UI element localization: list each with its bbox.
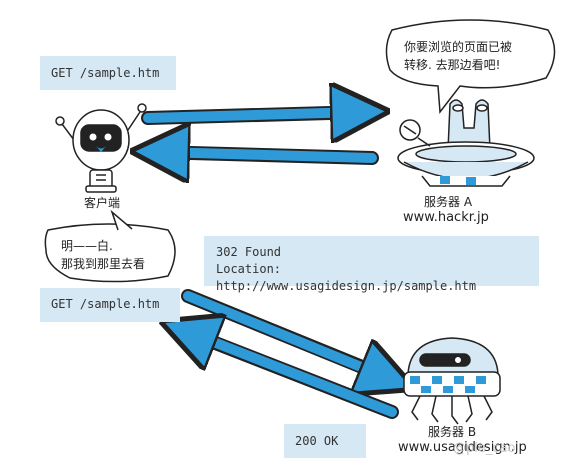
client-bubble-tail bbox=[110, 209, 133, 231]
server-a-speech-bubble bbox=[385, 19, 556, 115]
arrow-request-2 bbox=[181, 289, 394, 380]
server-a-speech-line-2: 转移. 去那边看吧! bbox=[404, 58, 501, 72]
client-speech-bubble bbox=[44, 223, 176, 283]
server-a-label: 服务器 A bbox=[424, 195, 473, 209]
server-a-speech-text: 你要浏览的页面已被 转移. 去那边看吧! bbox=[404, 38, 534, 74]
server-b-host: www.usagidesign.jp bbox=[398, 440, 527, 455]
client-speech-text: 明——白. 那我到那里去看 bbox=[61, 237, 181, 273]
server-a-speech-line-1: 你要浏览的页面已被 bbox=[404, 40, 513, 54]
request-1-box: GET /sample.htm bbox=[40, 56, 176, 90]
arrow-request-1 bbox=[141, 112, 366, 118]
arrow-response-200 bbox=[182, 330, 399, 419]
server-b-label: 服务器 B bbox=[428, 425, 477, 439]
status-line: 302 Found bbox=[216, 245, 282, 259]
location-line: Location: http://www.usagidesign.jp/samp… bbox=[216, 262, 477, 293]
server-a-ufo-icon bbox=[397, 99, 535, 187]
client-speech-line-1: 明——白. bbox=[61, 239, 113, 253]
client-label: 客户端 bbox=[84, 196, 121, 210]
response-302-box: 302 Found Location: http://www.usagidesi… bbox=[204, 236, 539, 293]
arrow-response-302 bbox=[154, 152, 379, 158]
watermark: @ple_cao bbox=[453, 441, 516, 456]
client-robot-icon bbox=[55, 103, 147, 193]
response-200-box: 200 OK bbox=[284, 424, 366, 458]
server-a-host: www.hackr.jp bbox=[403, 210, 489, 225]
server-b-jellyfish-icon bbox=[403, 337, 501, 425]
request-2-box: GET /sample.htm bbox=[40, 288, 180, 322]
client-speech-line-2: 那我到那里去看 bbox=[61, 257, 146, 271]
